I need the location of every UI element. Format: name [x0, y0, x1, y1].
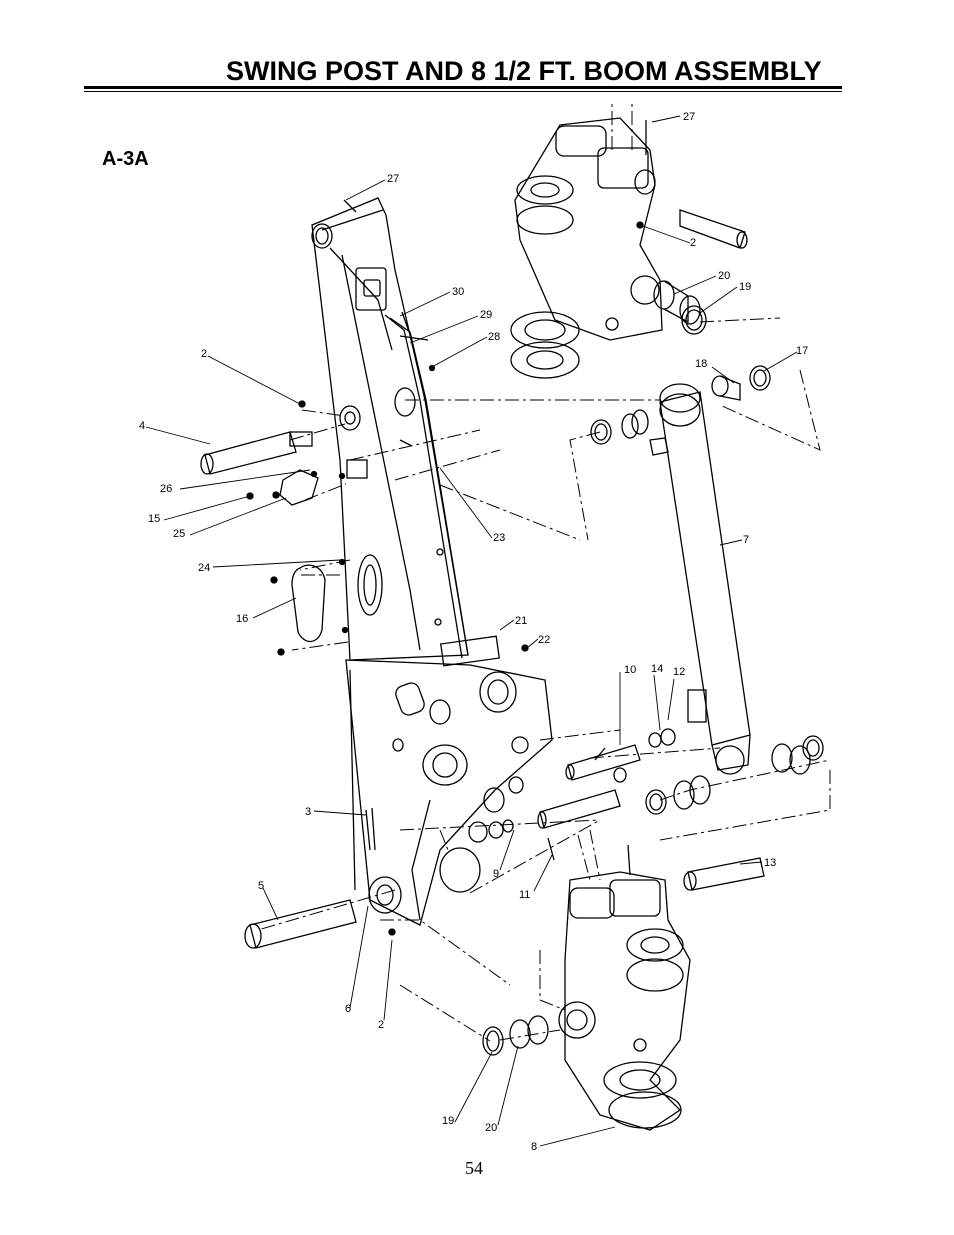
callout-5: 5	[258, 880, 264, 892]
upper-swing-post	[510, 117, 748, 379]
page-title: SWING POST AND 8 1/2 FT. BOOM ASSEMBLY	[226, 56, 822, 86]
callout-2-lower: 2	[378, 1019, 384, 1031]
callout-16: 16	[236, 613, 248, 625]
callout-17: 17	[796, 345, 808, 357]
callout-labels: 27 27 2 20 19 30 29 28 17 18 2 4 26 15 2…	[139, 111, 808, 1153]
cotter-pins	[343, 120, 647, 876]
callout-25: 25	[173, 528, 185, 540]
callout-26: 26	[160, 483, 172, 495]
pin-4	[200, 431, 313, 475]
callout-12: 12	[673, 666, 685, 678]
callout-19-upper: 19	[739, 281, 751, 293]
callout-15: 15	[148, 513, 160, 525]
page-number: 54	[465, 1158, 483, 1178]
callout-7: 7	[743, 534, 749, 546]
callout-20-lower: 20	[485, 1122, 497, 1134]
callout-24: 24	[198, 562, 210, 574]
leader-lines	[145, 115, 798, 1147]
hydraulic-cylinder	[649, 383, 751, 775]
callout-14: 14	[651, 663, 663, 675]
pin-5	[244, 899, 357, 949]
figure-id: A-3A	[102, 148, 149, 170]
callout-2-left: 2	[201, 348, 207, 360]
callout-10: 10	[624, 664, 636, 676]
callout-29: 29	[480, 309, 492, 321]
callout-23: 23	[493, 532, 505, 544]
bushings	[482, 280, 824, 1056]
title-rule-thin	[84, 91, 842, 92]
callout-11: 11	[519, 889, 530, 901]
callout-18: 18	[695, 358, 707, 370]
lower-swing-post	[558, 871, 691, 1131]
small-hardware	[246, 221, 644, 936]
callout-6: 6	[345, 1003, 351, 1015]
pin-10	[565, 744, 641, 781]
callout-8: 8	[531, 1141, 537, 1153]
hydraulic-lines	[384, 311, 469, 659]
callout-19-lower: 19	[442, 1115, 454, 1127]
callout-13: 13	[764, 857, 776, 869]
callout-2-upper: 2	[690, 237, 696, 249]
callout-22: 22	[538, 634, 550, 646]
callout-28: 28	[488, 331, 500, 343]
callout-20-upper: 20	[718, 270, 730, 282]
callout-9: 9	[493, 868, 499, 880]
boom-lower-yoke	[345, 659, 553, 926]
pin-11	[537, 789, 621, 829]
boom-arm	[311, 197, 469, 661]
callout-30: 30	[452, 286, 464, 298]
title-rule-thick	[84, 86, 842, 89]
callout-4: 4	[139, 420, 145, 432]
callout-3: 3	[305, 806, 311, 818]
assembly-centerlines	[257, 100, 831, 1042]
callout-27-boom: 27	[387, 173, 399, 185]
callout-27-upper: 27	[683, 111, 695, 123]
pin-13	[683, 857, 765, 891]
callout-21: 21	[515, 615, 527, 627]
